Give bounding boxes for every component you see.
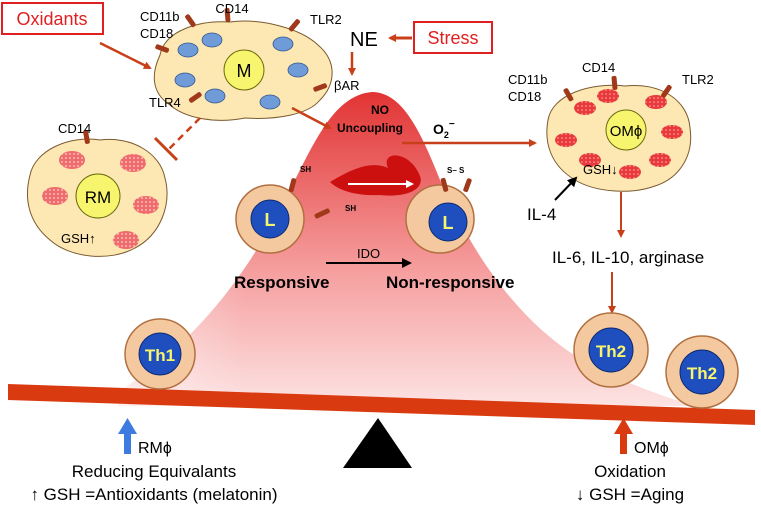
rm-cell: RM bbox=[27, 129, 168, 257]
rm-gsh-label: GSH↑ bbox=[61, 231, 96, 246]
arrow-il4-to-omphi bbox=[554, 176, 578, 201]
ido-label: IDO bbox=[357, 246, 380, 261]
stress-box bbox=[413, 21, 493, 54]
ne-label: NE bbox=[350, 29, 378, 51]
omphi-gsh-label: GSH↓ bbox=[583, 162, 618, 177]
blue-up-arrow bbox=[118, 418, 137, 454]
tlr2-top-label: TLR2 bbox=[310, 12, 342, 27]
th2-cell-1: Th2 bbox=[573, 312, 649, 388]
nonresponsive-label: Non-responsive bbox=[386, 273, 514, 292]
omphi-cd14-label: CD14 bbox=[582, 60, 615, 75]
th2a-label: Th2 bbox=[596, 342, 626, 361]
macrophage-nucleus-label: M bbox=[237, 61, 252, 81]
il4-label: IL-4 bbox=[527, 205, 556, 224]
oxidation-label: Oxidation bbox=[594, 462, 666, 481]
rmphi-label: RMϕ bbox=[138, 440, 172, 457]
reducing-equivalants-label: Reducing Equivalants bbox=[72, 462, 236, 481]
balance-beam bbox=[8, 384, 755, 425]
sh2-label: SH bbox=[345, 204, 356, 213]
th2-cell-2: Th2 bbox=[665, 335, 739, 409]
lymphocyte-nonresponsive: L bbox=[405, 177, 475, 254]
inhibition-line bbox=[153, 117, 201, 162]
antioxidants-label: ↑ GSH =Antioxidants (melatonin) bbox=[30, 485, 277, 504]
uncoupling-label: Uncoupling bbox=[337, 121, 403, 135]
no-label: NO bbox=[371, 103, 389, 117]
th1-label: Th1 bbox=[145, 346, 175, 365]
l2-label: L bbox=[443, 213, 454, 233]
l1-label: L bbox=[265, 210, 276, 230]
rm-cd14-label: CD14 bbox=[58, 121, 91, 136]
cd11b-top-label: CD11b bbox=[140, 9, 180, 24]
lymphocyte-responsive: L bbox=[235, 178, 330, 254]
ss-label: S– S bbox=[447, 166, 465, 175]
cytokines-label: IL-6, IL-10, arginase bbox=[552, 248, 704, 267]
omphi-bottom-label: OMϕ bbox=[634, 440, 669, 457]
omphi-cell: OMϕ bbox=[546, 75, 692, 192]
beta-ar-label: βAR bbox=[334, 78, 360, 93]
th1-cell: Th1 bbox=[124, 318, 196, 390]
tlr4-top-label: TLR4 bbox=[149, 95, 181, 110]
superoxide-label: O2− bbox=[433, 119, 455, 140]
stress-label: Stress bbox=[427, 28, 478, 48]
omphi-tlr2-label: TLR2 bbox=[682, 72, 714, 87]
arrow-oxidants-to-macrophage bbox=[99, 41, 152, 70]
responsive-label: Responsive bbox=[234, 273, 329, 292]
sh1-label: SH bbox=[300, 165, 311, 174]
arrow-macrophage-to-no bbox=[291, 106, 332, 130]
oxidants-label: Oxidants bbox=[16, 9, 87, 29]
rm-nucleus-label: RM bbox=[85, 188, 111, 207]
red-up-arrow bbox=[614, 418, 633, 454]
fulcrum bbox=[343, 418, 412, 468]
transition-swoosh bbox=[330, 155, 421, 196]
omphi-cd18-label: CD18 bbox=[508, 89, 541, 104]
cd14-top-label: CD14 bbox=[215, 1, 248, 16]
cd18-top-label: CD18 bbox=[140, 26, 173, 41]
macrophage-top-cell: M bbox=[153, 7, 333, 121]
omphi-nucleus-label: OMϕ bbox=[610, 123, 643, 140]
th2b-label: Th2 bbox=[687, 364, 717, 383]
omphi-cd11b-label: CD11b bbox=[508, 72, 548, 87]
aging-label: ↓ GSH =Aging bbox=[576, 485, 684, 504]
oxidants-box bbox=[1, 2, 104, 35]
